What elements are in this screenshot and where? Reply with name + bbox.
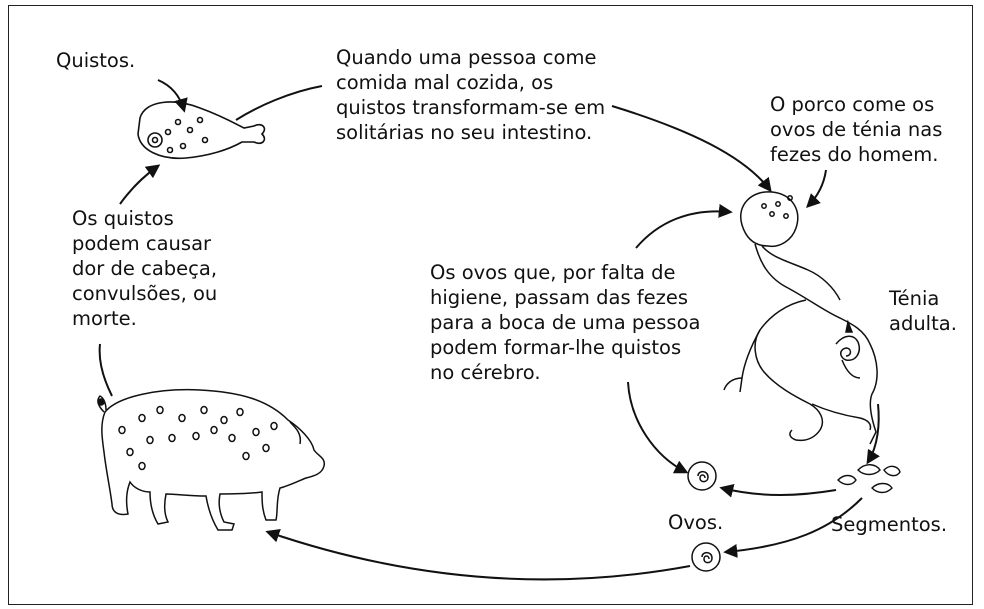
pork-leg-icon <box>137 101 266 160</box>
figure-frame <box>8 5 973 605</box>
label-pig-eats-eggs: O porco come os ovos de ténia nas fezes … <box>770 93 943 166</box>
egg-icon <box>687 461 717 491</box>
human-figure-icon <box>723 191 878 445</box>
pig-icon <box>97 388 326 531</box>
label-cyst-effects: Os quistos podem causar dor de cabeça, c… <box>72 207 218 330</box>
label-segments: Segmentos. <box>831 513 948 536</box>
label-infection: Quando uma pessoa come comida mal cozida… <box>336 46 606 144</box>
label-eggs: Ovos. <box>668 511 724 534</box>
egg-icon <box>691 542 721 572</box>
cycle-arrows <box>98 79 880 581</box>
label-adult-tapeworm: Ténia adulta. <box>889 287 957 335</box>
label-autoinfection: Os ovos que, por falta de higiene, passa… <box>430 261 701 384</box>
label-cysts: Quistos. <box>56 49 136 72</box>
segment-icon <box>837 464 901 494</box>
